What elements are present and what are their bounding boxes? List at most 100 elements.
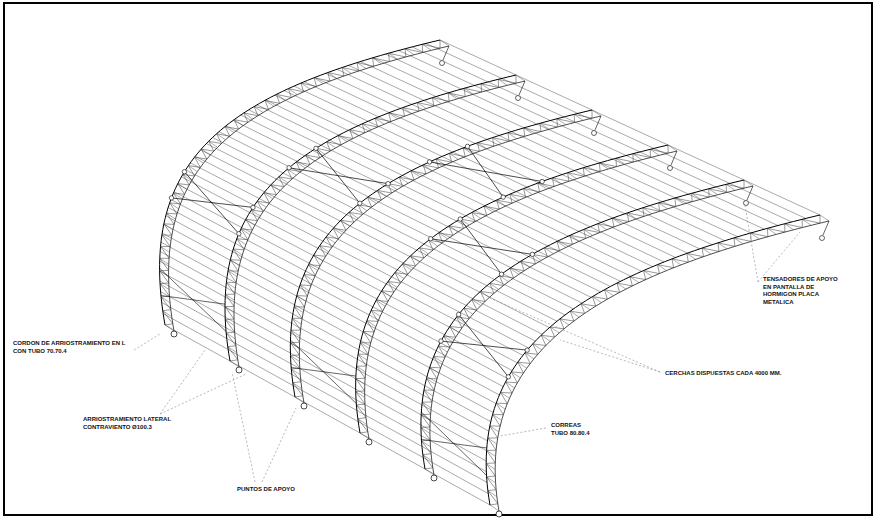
- brace-rod: [171, 198, 252, 208]
- purlin: [315, 77, 688, 253]
- purlin: [181, 177, 523, 355]
- truss-post: [430, 367, 439, 373]
- truss-post: [360, 343, 369, 349]
- truss-post: [434, 356, 443, 362]
- callout-label: CORDON DE ARRIOSTRAMIENTO EN L CON TUBO …: [12, 340, 132, 355]
- truss-post: [230, 260, 239, 266]
- truss-post: [616, 158, 625, 164]
- truss-post: [524, 128, 533, 134]
- purlin: [337, 69, 712, 244]
- truss-post: [481, 84, 490, 90]
- truss-post: [422, 44, 431, 50]
- roof-structure: [160, 40, 829, 517]
- purlin: [160, 271, 487, 451]
- tensioner: [595, 116, 601, 130]
- purlin: [190, 163, 535, 341]
- brace-node: [251, 205, 255, 209]
- truss-post: [424, 390, 433, 396]
- truss-post: [291, 330, 300, 336]
- arch-truss: [356, 145, 677, 445]
- truss-post: [349, 212, 358, 218]
- truss-post: [820, 215, 829, 221]
- truss-post: [233, 249, 242, 255]
- truss-post: [251, 210, 260, 216]
- brace-node: [427, 160, 431, 164]
- truss-post: [541, 335, 550, 341]
- wind-bracing: [169, 170, 255, 236]
- purlin: [257, 105, 620, 282]
- truss-post: [643, 208, 652, 214]
- truss-chord: [365, 151, 677, 439]
- purlin: [165, 325, 490, 505]
- support-point: [366, 439, 372, 445]
- truss-post: [510, 268, 519, 274]
- truss-post: [403, 108, 412, 114]
- purlin: [168, 208, 503, 387]
- truss-post: [480, 291, 489, 297]
- truss-post: [356, 391, 365, 397]
- brace-rod: [184, 172, 238, 234]
- truss-chord: [430, 186, 753, 475]
- truss-post: [501, 392, 510, 398]
- purlin: [241, 115, 601, 292]
- truss-post: [612, 218, 621, 224]
- brace-node: [540, 179, 544, 183]
- truss-lattice: [486, 215, 820, 505]
- brace-rod: [431, 239, 533, 255]
- truss-post: [421, 427, 430, 433]
- callout-label: ARRIOSTRAMIENTO LATERAL CONTRAVIENTO Ø10…: [82, 416, 176, 431]
- truss-post: [395, 273, 404, 279]
- truss-post: [726, 184, 735, 190]
- callout-label: CERCHAS DISPUESTAS CADA 4000 MM.: [664, 370, 816, 378]
- truss-post: [538, 183, 547, 189]
- truss-post: [570, 311, 579, 317]
- truss-post: [487, 451, 496, 457]
- leader-line: [160, 374, 246, 414]
- purlin: [233, 120, 591, 297]
- truss-post: [493, 414, 502, 420]
- leader-line: [262, 408, 296, 482]
- truss-post: [288, 89, 297, 95]
- callout-label: CORREAS TUBO 80.80.4: [550, 422, 598, 437]
- truss-post: [160, 258, 169, 264]
- truss-post: [439, 233, 448, 239]
- truss-post: [497, 200, 506, 206]
- truss-post: [718, 243, 727, 249]
- truss-post: [367, 321, 376, 327]
- truss-post: [360, 433, 369, 439]
- truss-post: [292, 318, 301, 324]
- purlin: [373, 58, 751, 233]
- truss-post: [228, 271, 237, 277]
- purlin: [399, 50, 778, 225]
- brace-rod: [289, 168, 388, 184]
- truss-post: [357, 63, 366, 69]
- truss-post: [659, 203, 668, 209]
- truss-post: [448, 93, 457, 99]
- truss-post: [382, 291, 391, 297]
- tensioner: [823, 221, 829, 235]
- truss-post: [540, 123, 549, 129]
- truss-post: [560, 319, 569, 325]
- truss-post: [518, 362, 527, 368]
- brace-node: [458, 217, 462, 221]
- leader-line: [560, 340, 660, 372]
- truss-post: [376, 300, 385, 306]
- purlin: [206, 144, 557, 322]
- purlin: [171, 199, 508, 378]
- truss-post: [486, 463, 495, 469]
- truss-post: [290, 356, 299, 362]
- brace-rod: [430, 162, 543, 182]
- tensioner: [443, 46, 449, 60]
- leader-line: [160, 350, 205, 414]
- truss-post: [362, 124, 371, 130]
- truss-post: [165, 325, 174, 331]
- brace-rod: [460, 219, 501, 274]
- tensioner-plate: [440, 61, 445, 66]
- truss-post: [650, 149, 659, 155]
- brace-node: [499, 272, 503, 276]
- truss-post: [411, 171, 420, 177]
- leader-line: [490, 298, 660, 372]
- wind-bracing: [287, 146, 390, 205]
- truss-post: [709, 189, 718, 195]
- tensioner-plate: [592, 131, 597, 136]
